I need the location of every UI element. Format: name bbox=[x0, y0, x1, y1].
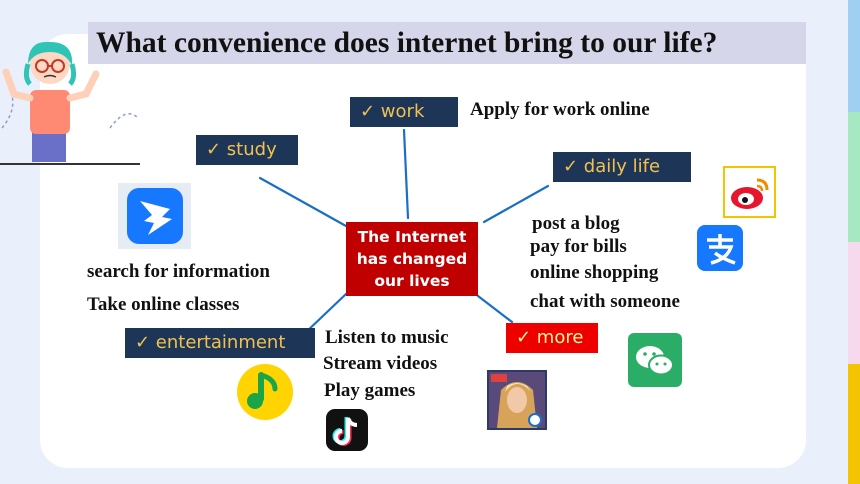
stripe-yellow bbox=[848, 364, 860, 484]
weibo-icon bbox=[723, 166, 776, 218]
center-line-3: our lives bbox=[374, 272, 450, 290]
daily-text-1: post a blog bbox=[532, 213, 620, 234]
tag-daily-life: ✓ daily life bbox=[553, 152, 691, 182]
daily-text-2: pay for bills bbox=[530, 236, 627, 257]
entertainment-text-1: Listen to music bbox=[325, 327, 449, 348]
stripe-pink bbox=[848, 242, 860, 364]
center-line-1: The Internet bbox=[357, 228, 467, 246]
entertainment-text-2: Stream videos bbox=[323, 353, 438, 374]
honor-of-kings-icon bbox=[487, 370, 547, 430]
page-title: What convenience does internet bring to … bbox=[96, 27, 718, 59]
qq-music-icon bbox=[237, 364, 293, 420]
daily-text-4: chat with someone bbox=[530, 291, 680, 312]
entertainment-text-3: Play games bbox=[324, 380, 416, 401]
tag-work: ✓ work bbox=[350, 97, 458, 127]
dingtalk-icon bbox=[118, 183, 191, 249]
alipay-icon bbox=[697, 225, 743, 271]
study-text-2: Take online classes bbox=[87, 294, 240, 315]
daily-text-3: online shopping bbox=[530, 262, 659, 283]
tag-entertainment: ✓ entertainment bbox=[125, 328, 315, 358]
tag-study: ✓ study bbox=[196, 135, 298, 165]
wechat-icon bbox=[628, 333, 682, 387]
girl-shrug-icon bbox=[0, 41, 140, 165]
work-text: Apply for work online bbox=[470, 99, 650, 120]
tag-more: ✓ more bbox=[506, 323, 598, 353]
stripe-blue bbox=[848, 0, 860, 112]
title-bar bbox=[88, 22, 806, 64]
center-node: The Internet has changed our lives bbox=[346, 222, 478, 296]
stripe-green bbox=[848, 112, 860, 242]
tiktok-icon bbox=[326, 409, 368, 451]
study-text-1: search for information bbox=[87, 261, 270, 282]
center-line-2: has changed bbox=[356, 250, 468, 268]
